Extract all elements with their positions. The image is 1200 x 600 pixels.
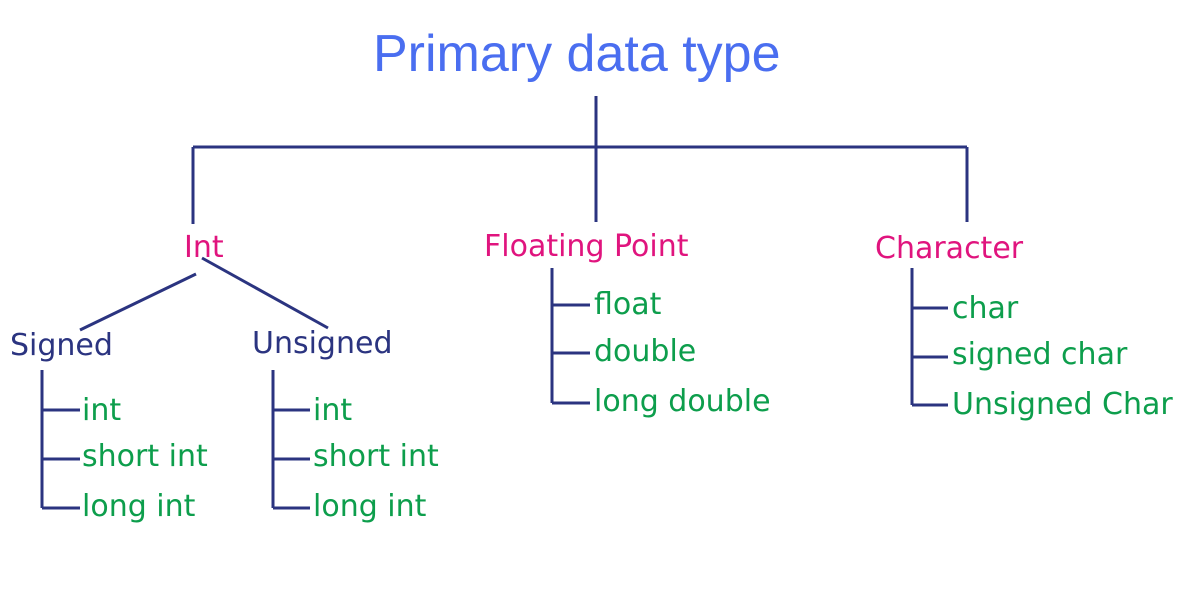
character-item: char xyxy=(952,291,1019,326)
signed-item: short int xyxy=(82,439,208,474)
category-floating-point: Floating Point xyxy=(484,229,689,264)
floating-point-item: long double xyxy=(594,384,771,419)
character-item: signed char xyxy=(952,337,1128,372)
diagram-title: Primary data type xyxy=(373,25,781,83)
category-character: Character xyxy=(875,231,1024,266)
signed-item: long int xyxy=(82,489,196,524)
unsigned-item: long int xyxy=(313,489,427,524)
subcategory-unsigned: Unsigned xyxy=(252,326,393,361)
unsigned-item: short int xyxy=(313,439,439,474)
unsigned-item: int xyxy=(313,393,353,428)
subcategory-signed: Signed xyxy=(10,328,113,363)
floating-point-item: double xyxy=(594,334,697,369)
character-item: Unsigned Char xyxy=(952,387,1173,422)
category-int: Int xyxy=(184,230,224,265)
signed-item: int xyxy=(82,393,122,428)
floating-point-item: float xyxy=(594,287,662,322)
